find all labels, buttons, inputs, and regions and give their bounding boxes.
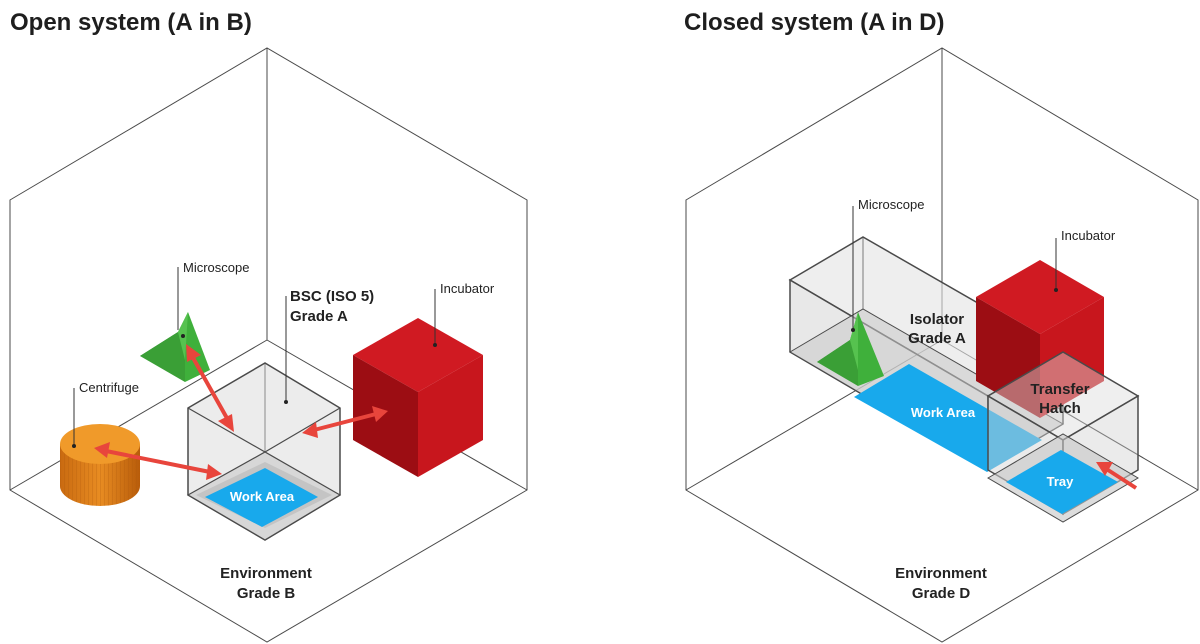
open-bsc-label-line2: Grade A bbox=[290, 308, 348, 325]
open-microscope bbox=[140, 312, 210, 382]
closed-arrow-hatch bbox=[1096, 462, 1138, 490]
open-environment-line2: Grade B bbox=[237, 585, 296, 602]
open-arrows bbox=[94, 344, 388, 480]
closed-system-title: Closed system (A in D) bbox=[684, 9, 945, 36]
open-centrifuge-label: Centrifuge bbox=[79, 380, 139, 395]
closed-transfer-label-line1: Transfer bbox=[1030, 381, 1089, 398]
closed-environment-line2: Grade D bbox=[912, 585, 971, 602]
open-leaders bbox=[73, 267, 436, 444]
bsc-cabinet: Work Area bbox=[186, 362, 342, 541]
open-system-panel: Open system (A in B) Work Area bbox=[9, 9, 528, 643]
closed-microscope bbox=[817, 312, 884, 386]
closed-isolator-label-line2: Grade A bbox=[908, 330, 966, 347]
closed-isolator-label-line1: Isolator bbox=[910, 311, 964, 328]
closed-leaders bbox=[852, 206, 1057, 328]
closed-system-panel: Closed system (A in D) Work Area bbox=[684, 9, 1199, 643]
open-environment-line1: Environment bbox=[220, 565, 312, 582]
closed-incubator-label: Incubator bbox=[1061, 228, 1116, 243]
closed-tray-label: Tray bbox=[1047, 474, 1075, 489]
closed-transfer-hatch: Tray bbox=[986, 351, 1140, 523]
open-bsc-label-line1: BSC (ISO 5) bbox=[290, 288, 374, 305]
closed-tray bbox=[1006, 450, 1118, 514]
open-incubator-label: Incubator bbox=[440, 281, 495, 296]
open-microscope-label: Microscope bbox=[183, 260, 249, 275]
open-incubator bbox=[353, 318, 483, 477]
arrow-centrifuge-bsc bbox=[94, 442, 222, 480]
closed-transfer-label-line2: Hatch bbox=[1039, 400, 1081, 417]
open-system-title: Open system (A in B) bbox=[10, 9, 252, 36]
open-work-area bbox=[205, 468, 318, 527]
arrow-bsc-incubator bbox=[302, 406, 388, 438]
closed-microscope-label: Microscope bbox=[858, 197, 924, 212]
closed-work-area bbox=[854, 364, 1042, 472]
closed-work-area-label: Work Area bbox=[911, 405, 976, 420]
open-centrifuge bbox=[60, 424, 140, 506]
arrow-microscope-bsc bbox=[186, 344, 234, 432]
closed-environment-line1: Environment bbox=[895, 565, 987, 582]
open-work-area-label: Work Area bbox=[230, 489, 295, 504]
